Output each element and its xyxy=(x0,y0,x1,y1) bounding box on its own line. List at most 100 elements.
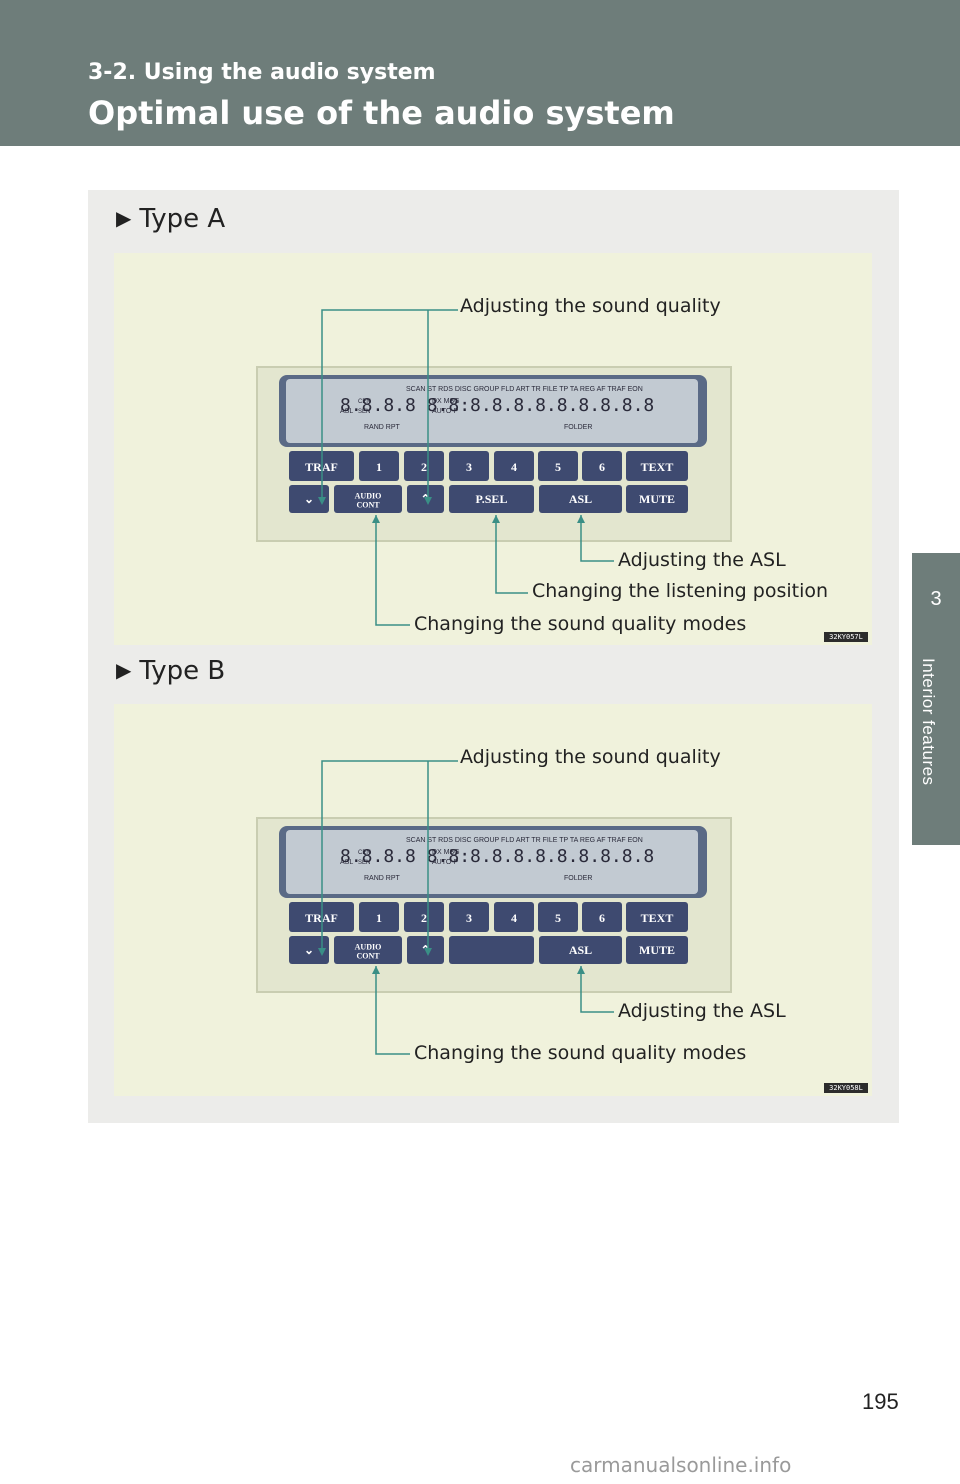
display-line5: FOLDER xyxy=(564,875,592,882)
callout-adjusting-sound-quality: Adjusting the sound quality xyxy=(460,746,721,768)
display-line3: AUTO-P xyxy=(432,859,459,866)
type-a-heading: ▶ Type A xyxy=(116,204,225,234)
button-row2-label-1: AUDIO xyxy=(355,943,382,952)
callout-line-sound-quality-modes xyxy=(375,515,410,626)
button-row2-label-5: MUTE xyxy=(639,943,675,957)
button-row1-6 xyxy=(582,451,622,481)
button-row1-label-2: 2 xyxy=(421,460,427,474)
button-row1-label-7: TEXT xyxy=(641,460,674,474)
callout-adjusting-asl: Adjusting the ASL xyxy=(618,1000,786,1022)
callout-arrow xyxy=(424,497,432,505)
callout-adjusting-asl: Adjusting the ASL xyxy=(618,549,786,571)
audio-unit-illustration: SCAN ST RDS DISC GROUP FLD ART TR FILE T… xyxy=(256,309,732,626)
display-line3: AUTO-P xyxy=(432,408,459,415)
button-row1-2 xyxy=(404,451,444,481)
button-row1-5 xyxy=(538,451,578,481)
button-row1-label-4: 4 xyxy=(511,911,517,925)
type-b-label: Type B xyxy=(139,656,226,686)
callout-arrow xyxy=(318,497,326,505)
figure-type-a: SCAN ST RDS DISC GROUP FLD ART TR FILE T… xyxy=(114,253,872,645)
button-row2-label-1: CONT xyxy=(356,501,380,510)
chapter-tab xyxy=(912,553,960,845)
callout-arrow xyxy=(492,515,500,523)
header-bar: 3-2. Using the audio system Optimal use … xyxy=(0,0,960,146)
page-number: 195 xyxy=(862,1389,899,1414)
display-cen: CEN xyxy=(358,850,371,856)
button-row2-label-4: ASL xyxy=(569,492,592,506)
button-row1-7 xyxy=(626,451,688,481)
callout-line-sound-quality-modes xyxy=(375,966,410,1055)
button-row1-label-3: 3 xyxy=(466,460,472,474)
watermark: carmanualsonline.info xyxy=(570,1453,792,1477)
button-row2-4 xyxy=(539,485,622,513)
button-row2-label-0: ⌄ xyxy=(304,943,314,957)
button-row1-4 xyxy=(494,902,534,932)
display-sen: SEN xyxy=(358,860,370,866)
display-cen: CEN xyxy=(358,399,371,405)
callout-line-sound-quality xyxy=(321,309,458,497)
button-row1-7 xyxy=(626,902,688,932)
button-row1-3 xyxy=(449,451,489,481)
display-line1: SCAN ST RDS DISC GROUP FLD ART TR FILE T… xyxy=(406,837,643,844)
button-row2-0 xyxy=(289,936,329,964)
button-row2-0 xyxy=(289,485,329,513)
button-row2-5 xyxy=(626,485,688,513)
callout-arrow xyxy=(577,515,585,523)
button-row1-label-6: 6 xyxy=(599,911,605,925)
button-row2-label-1: AUDIO xyxy=(355,492,382,501)
button-row1-2 xyxy=(404,902,444,932)
button-row1-label-6: 6 xyxy=(599,460,605,474)
display-digits: 8.8.8.8 8.8:8.8.8.8.8.8.8.8.8 xyxy=(340,395,654,416)
button-row1-label-3: 3 xyxy=(466,911,472,925)
callout-arrow xyxy=(372,966,380,974)
lcd-display xyxy=(286,830,698,894)
button-row2-label-4: ASL xyxy=(569,943,592,957)
display-line2: DX MSG xyxy=(432,849,460,856)
button-row2-1 xyxy=(334,936,402,964)
figure-code: 32KY057L xyxy=(824,632,868,642)
lcd-display xyxy=(286,379,698,443)
button-row1-1 xyxy=(359,902,399,932)
display-line4: RAND RPT xyxy=(364,875,401,882)
audio-unit-illustration: SCAN ST RDS DISC GROUP FLD ART TR FILE T… xyxy=(256,760,732,1055)
button-row2-label-0: ⌄ xyxy=(304,492,314,506)
button-row1-6 xyxy=(582,902,622,932)
display-digits: 8.8.8.8 8.8:8.8.8.8.8.8.8.8.8 xyxy=(340,846,654,867)
button-row1-5 xyxy=(538,902,578,932)
callout-listening-position: Changing the listening position xyxy=(532,580,829,602)
type-b-heading: ▶Type B xyxy=(116,656,225,686)
display-line2: DX MSG xyxy=(432,398,460,405)
callout-sound-quality-modes: Changing the sound quality modes xyxy=(414,613,747,635)
button-row1-4 xyxy=(494,451,534,481)
section-label: 3-2. Using the audio system xyxy=(88,60,436,85)
page-title: Optimal use of the audio system xyxy=(88,94,675,132)
callout-arrow xyxy=(424,948,432,956)
button-row1-label-5: 5 xyxy=(555,460,561,474)
display-line1: SCAN ST RDS DISC GROUP FLD ART TR FILE T… xyxy=(406,386,643,393)
button-row2-label-1: CONT xyxy=(356,952,380,961)
callout-line-asl xyxy=(580,966,614,1013)
button-row1-label-7: TEXT xyxy=(641,911,674,925)
callout-line-listening-position xyxy=(495,515,528,594)
button-row1-label-2: 2 xyxy=(421,911,427,925)
chapter-name: Interior features xyxy=(919,658,938,786)
button-row2-label-3: P.SEL xyxy=(476,492,508,506)
button-row1-1 xyxy=(359,451,399,481)
callout-arrow xyxy=(318,948,326,956)
type-a-label: Type A xyxy=(139,204,226,234)
button-row2-1 xyxy=(334,485,402,513)
display-line5: FOLDER xyxy=(564,424,592,431)
callout-line-asl xyxy=(580,515,614,562)
button-row2-label-5: MUTE xyxy=(639,492,675,506)
figure-code: 32KY058L xyxy=(824,1083,868,1093)
button-row1-3 xyxy=(449,902,489,932)
display-sen: SEN xyxy=(358,409,370,415)
button-row1-label-1: 1 xyxy=(376,460,382,474)
button-row2-5 xyxy=(626,936,688,964)
display-asl: ASL xyxy=(340,408,353,415)
callout-line-sound-quality xyxy=(321,760,458,948)
button-row1-label-5: 5 xyxy=(555,911,561,925)
button-row1-label-4: 4 xyxy=(511,460,517,474)
triangle-bullet-icon: ▶ xyxy=(116,206,132,230)
display-line4: RAND RPT xyxy=(364,424,401,431)
